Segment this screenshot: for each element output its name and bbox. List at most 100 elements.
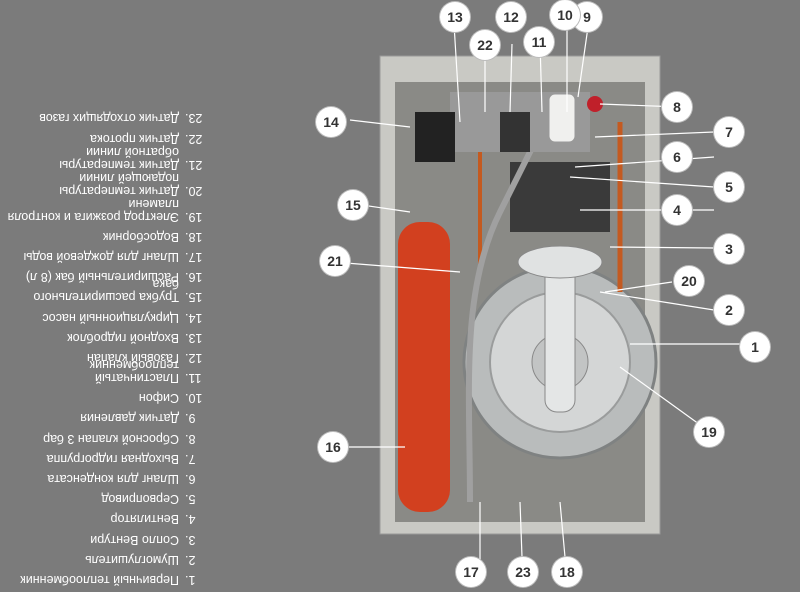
- legend-num: 9.: [185, 411, 196, 426]
- legend-num: 15.: [185, 290, 203, 305]
- pump-shape: [415, 112, 455, 162]
- legend-text: Входной гидроблок: [67, 330, 179, 345]
- legend-text: Выходная гидрогруппа: [46, 451, 179, 466]
- legend-text: Первичный теплообменник: [20, 573, 179, 587]
- legend-item: 18. Водосборник: [5, 223, 215, 244]
- legend-text: Шланг для конденсата: [47, 472, 179, 487]
- callout-19: 19: [694, 417, 724, 447]
- legend-item: 6. Шланг для конденсата: [5, 465, 215, 487]
- legend-num: 1.: [185, 573, 196, 587]
- relief-valve-knob: [587, 96, 603, 112]
- legend-num: 7.: [185, 451, 196, 466]
- legend-text: Сервопривод: [101, 492, 179, 507]
- callout-1: 1: [740, 332, 770, 362]
- legend-item: 15.Трубка расширительного бака: [5, 277, 215, 305]
- legend-text: Сбросной клапан 3 бар: [43, 431, 179, 446]
- legend-num: 6.: [185, 472, 196, 487]
- callout-5: 5: [714, 172, 744, 202]
- legend-item: 14. Циркуляционный насос: [5, 303, 215, 325]
- legend-text: Датчик температуры обратной линии: [59, 144, 179, 172]
- callout-10: 10: [550, 0, 580, 30]
- legend-text: Вентилятор: [110, 512, 179, 527]
- legend-item: 12. Газовый клапан: [5, 344, 215, 365]
- legend-num: 18.: [185, 229, 203, 244]
- callout-8: 8: [662, 92, 692, 122]
- legend-item: 22. Датчик протока: [5, 124, 215, 146]
- legend-item: 2. Шумоглушитель: [5, 546, 215, 567]
- callout-11: 11: [524, 27, 554, 57]
- legend-num: 22.: [185, 131, 203, 146]
- legend-text: Сифон: [138, 391, 179, 406]
- legend-num: 5.: [185, 492, 196, 507]
- callout-15: 15: [338, 190, 368, 220]
- legend: 1. Первичный теплообменник 2. Шумоглушител…: [5, 104, 215, 587]
- legend-item: 19. Электрод розжига и контроля пламени: [5, 196, 215, 224]
- callout-22: 22: [470, 30, 500, 60]
- fan-duct: [544, 261, 576, 413]
- legend-text: Датчик протока: [90, 131, 179, 146]
- grey-hose: [465, 130, 543, 503]
- venturi-ring: [517, 245, 603, 279]
- legend-num: 4.: [185, 512, 196, 527]
- callout-4: 4: [662, 195, 692, 225]
- legend-text: Электрод розжига и контроля пламени: [7, 196, 179, 224]
- legend-num: 11.: [185, 371, 202, 386]
- legend-num: 8.: [185, 431, 196, 446]
- legend-item: 16. Расширительный бак (8 л): [5, 263, 215, 285]
- legend-text: Циркуляционный насос: [42, 310, 179, 325]
- expansion-tank-shape: [398, 222, 450, 512]
- callout-7: 7: [714, 117, 744, 147]
- callout-14: 14: [316, 107, 346, 137]
- legend-text: Датчик отходящих газов: [39, 111, 179, 126]
- legend-item: 10. Сифон: [5, 384, 215, 406]
- legend-num: 2.: [185, 552, 196, 567]
- callout-21: 21: [320, 246, 350, 276]
- legend-item: 3. Сопло Вентури: [5, 525, 215, 547]
- legend-text: Датчик температуры подающей линии: [59, 170, 179, 198]
- callout-18: 18: [552, 557, 582, 587]
- legend-num: 21.: [185, 157, 203, 172]
- legend-text: Газовый клапан: [87, 350, 179, 365]
- legend-item: 11.Пластинчатый теплообменник: [5, 358, 215, 386]
- legend-num: 17.: [185, 250, 203, 264]
- callout-12: 12: [496, 2, 526, 32]
- siphon-cylinder: [548, 93, 576, 143]
- legend-num: 23.: [185, 111, 203, 126]
- callout-20: 20: [674, 266, 704, 296]
- legend-text: Водосборник: [103, 229, 179, 244]
- legend-text: Сопло Вентури: [90, 532, 179, 547]
- callout-17: 17: [456, 557, 486, 587]
- legend-text: Шланг для дождевой воды: [23, 250, 179, 264]
- legend-num: 20.: [185, 183, 203, 198]
- gas-valve-shape: [500, 112, 530, 152]
- callout-3: 3: [714, 234, 744, 264]
- legend-item: 4. Вентилятор: [5, 505, 215, 527]
- legend-num: 19.: [185, 209, 203, 224]
- legend-item: 23. Датчик отходящих газов: [5, 104, 215, 126]
- legend-num: 14.: [185, 310, 203, 325]
- callout-23: 23: [508, 557, 538, 587]
- legend-text: Датчик давления: [80, 411, 179, 426]
- legend-num: 10.: [185, 391, 203, 406]
- callout-13: 13: [440, 2, 470, 32]
- legend-item: 20. Датчик температуры подающей линии: [5, 170, 215, 198]
- legend-num: 12.: [185, 350, 203, 365]
- fan-body: [510, 162, 610, 232]
- legend-item: 13. Входной гидроблок: [5, 324, 215, 345]
- callout-6: 6: [662, 142, 692, 172]
- legend-text: Расширительный бак (8 л): [25, 270, 179, 285]
- legend-item: 9. Датчик давления: [5, 404, 215, 426]
- legend-num: 13.: [185, 330, 203, 345]
- legend-item: 7. Выходная гидрогруппа: [5, 445, 215, 466]
- legend-item: 5. Сервопривод: [5, 485, 215, 507]
- legend-num: 16.: [185, 270, 203, 285]
- legend-item: 8. Сбросной клапан 3 бар: [5, 425, 215, 446]
- legend-num: 3.: [185, 532, 196, 547]
- callout-16: 16: [318, 432, 348, 462]
- callout-2: 2: [714, 295, 744, 325]
- legend-item: 1. Первичный теплообменник: [5, 566, 215, 587]
- legend-item: 17. Шланг для дождевой воды: [5, 243, 215, 264]
- legend-text: Шумоглушитель: [85, 552, 179, 567]
